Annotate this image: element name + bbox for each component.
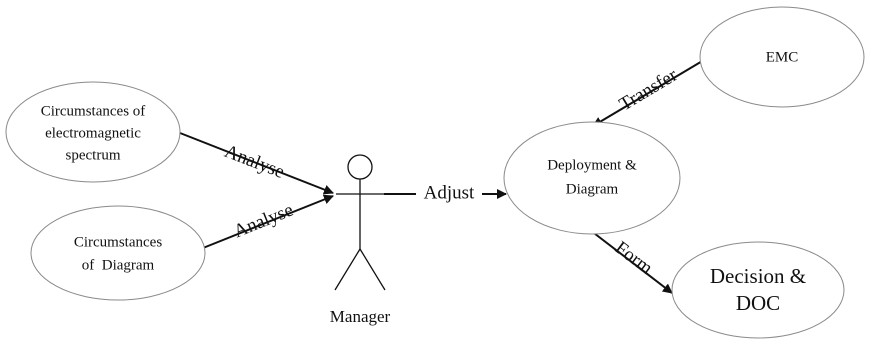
edge-adjust: Adjust bbox=[384, 182, 507, 205]
node-circumstances-spectrum-line-2: electromagnetic bbox=[45, 125, 141, 141]
actor-left-leg bbox=[334, 248, 361, 291]
node-emc-ellipse bbox=[699, 6, 865, 108]
edge-transfer: Transfer bbox=[592, 59, 705, 127]
edge-label-adjust: Adjust bbox=[424, 182, 475, 203]
edge-analyse-spectrum-line bbox=[179, 132, 334, 195]
edge-label-analyse-spectrum: Analyse bbox=[222, 141, 288, 183]
node-circumstances-spectrum-ellipse bbox=[5, 81, 181, 183]
edge-label-form: Form bbox=[611, 237, 657, 279]
node-deployment-diagram-ellipse bbox=[503, 121, 681, 235]
edge-analyse-diagram-line bbox=[192, 194, 334, 253]
edge-label-transfer: Transfer bbox=[616, 64, 682, 115]
node-decision-doc-line-2: DOC bbox=[736, 291, 780, 315]
node-decision-doc-ellipse bbox=[671, 241, 845, 339]
edge-label-analyse-diagram: Analyse bbox=[231, 200, 297, 243]
actor-manager: Manager bbox=[330, 154, 391, 326]
edge-label-adjust-bg bbox=[416, 183, 482, 205]
node-circumstances-spectrum-line-3: spectrum bbox=[66, 147, 121, 163]
node-circumstances-spectrum-line-1: Circumstances of bbox=[41, 103, 146, 119]
node-emc: EMC bbox=[699, 6, 865, 108]
edge-form: Form bbox=[589, 229, 673, 294]
node-circumstances-diagram: Circumstances of Diagram bbox=[30, 205, 206, 301]
node-circumstances-diagram-line-1: Circumstances bbox=[74, 234, 162, 250]
edge-analyse-diagram: Analyse bbox=[192, 194, 334, 253]
node-decision-doc-line-1: Decision & bbox=[710, 264, 806, 288]
node-deployment-diagram-line-2: Diagram bbox=[566, 181, 619, 197]
node-deployment-diagram: Deployment & Diagram bbox=[503, 121, 681, 235]
actor-right-leg bbox=[359, 248, 386, 291]
node-circumstances-diagram-ellipse bbox=[30, 205, 206, 301]
edge-transfer-line bbox=[592, 59, 705, 127]
node-deployment-diagram-line-1: Deployment & bbox=[547, 157, 637, 173]
node-emc-label: EMC bbox=[766, 49, 799, 65]
node-circumstances-diagram-line-2: of Diagram bbox=[82, 257, 155, 273]
actor-label: Manager bbox=[330, 307, 391, 326]
node-circumstances-spectrum: Circumstances of electromagnetic spectru… bbox=[5, 81, 181, 183]
actor-head bbox=[347, 154, 373, 180]
edge-form-line bbox=[589, 229, 673, 294]
edge-analyse-spectrum: Analyse bbox=[179, 132, 334, 195]
node-decision-doc: Decision & DOC bbox=[671, 241, 845, 339]
